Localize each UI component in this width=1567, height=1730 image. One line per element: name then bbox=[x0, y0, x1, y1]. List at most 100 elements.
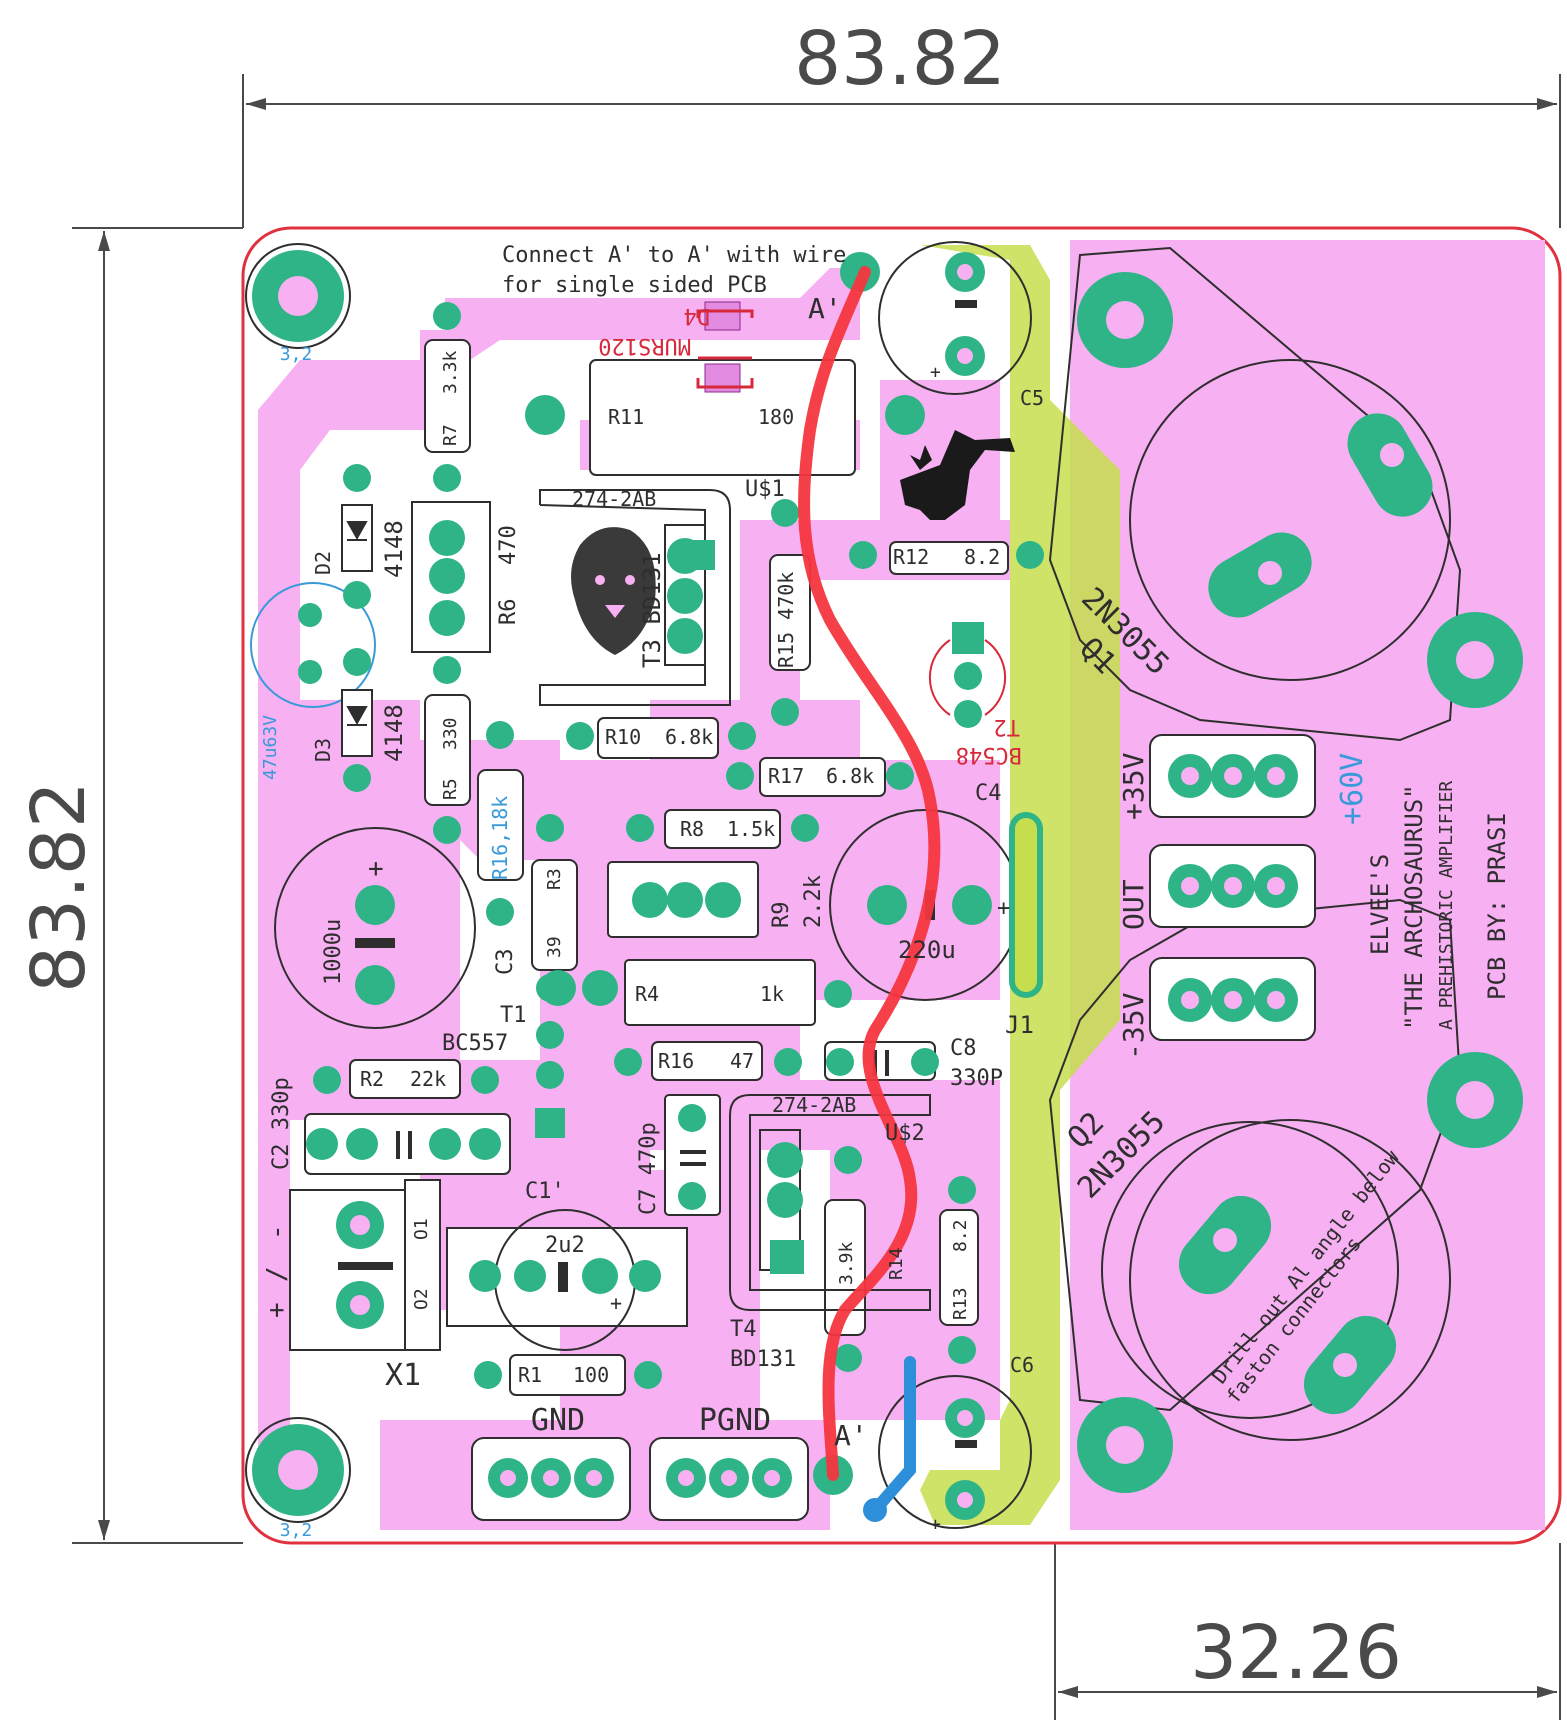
t3-package bbox=[539, 489, 731, 706]
label-c1: C1' bbox=[525, 1179, 565, 1204]
c-blue-outline bbox=[250, 582, 376, 708]
note-line2: for single sided PCB bbox=[502, 273, 767, 298]
pad-holes bbox=[350, 264, 1285, 1508]
label-r14-val: 3.9k bbox=[836, 1241, 857, 1285]
label-v35p: +35V bbox=[1117, 752, 1150, 820]
label-r14: R14 bbox=[886, 1247, 907, 1280]
label-d2-val: 4148 bbox=[380, 520, 408, 578]
credit-line3: A PREHISTORIC AMPLIFIER bbox=[1436, 781, 1457, 1030]
label-r1-val: 100 bbox=[573, 1363, 609, 1387]
label-vout: OUT bbox=[1117, 879, 1150, 930]
mounting-hole-top bbox=[245, 243, 351, 349]
label-c7: C7 470p bbox=[636, 1122, 661, 1215]
label-t1-val: BC557 bbox=[442, 1031, 508, 1056]
j1-jumper bbox=[1009, 812, 1043, 998]
label-d3-val: 4148 bbox=[380, 704, 408, 762]
diode-bodies bbox=[341, 504, 373, 757]
label-r16-val: 47 bbox=[730, 1049, 754, 1073]
label-r12: R12 bbox=[893, 545, 929, 569]
label-r11: R11 bbox=[608, 405, 644, 429]
label-c-big-plus: + bbox=[368, 854, 384, 884]
label-c8-val: 330P bbox=[950, 1066, 1003, 1091]
label-r13-val: 8.2 bbox=[950, 1219, 971, 1252]
label-v35n: -35V bbox=[1117, 992, 1150, 1060]
note-line1: Connect A' to A' with wire bbox=[502, 243, 846, 268]
label-us1: U$1 bbox=[745, 477, 785, 502]
label-r2: R2 bbox=[360, 1067, 384, 1091]
label-c6: C6 bbox=[1010, 1353, 1034, 1377]
label-a-bottom: A' bbox=[834, 1419, 868, 1452]
label-c1-plus: + bbox=[610, 1291, 622, 1315]
label-r5: R5 bbox=[440, 778, 461, 800]
label-v60: +60V bbox=[1335, 753, 1370, 825]
dimension-left-label: 83.82 bbox=[16, 781, 102, 993]
label-x1-minus: - bbox=[262, 1224, 292, 1240]
label-c6-plus: + bbox=[930, 1514, 941, 1535]
label-c8: C8 bbox=[950, 1036, 977, 1061]
label-r4-val: 1k bbox=[760, 982, 784, 1006]
dimension-bottom-label: 32.26 bbox=[1190, 1610, 1402, 1696]
label-r8: R8 bbox=[680, 817, 704, 841]
label-r4: R4 bbox=[635, 982, 659, 1006]
label-c4-val: 220u bbox=[898, 936, 956, 964]
label-r6: R6 bbox=[496, 599, 521, 626]
label-a-top: A' bbox=[808, 292, 842, 325]
label-r3-val: 39 bbox=[544, 936, 565, 958]
label-r17: R17 bbox=[768, 764, 804, 788]
label-t4-val: BD131 bbox=[730, 1347, 796, 1372]
q1-outline bbox=[1048, 246, 1462, 742]
label-r15: R15 470k bbox=[774, 572, 798, 668]
label-r9-val: 2.2k bbox=[801, 875, 826, 928]
label-r1: R1 bbox=[518, 1363, 542, 1387]
label-d4-val: MURS120 bbox=[598, 333, 691, 358]
label-r16a: R16,18k bbox=[488, 796, 512, 880]
hole-label-top: 3,2 bbox=[280, 344, 313, 365]
label-c5: C5 bbox=[1020, 386, 1044, 410]
label-r13: R13 bbox=[950, 1287, 971, 1320]
label-c3: C3 bbox=[493, 949, 518, 976]
q1-pads bbox=[1077, 272, 1523, 708]
label-t2-val: BC548 bbox=[956, 742, 1022, 767]
label-r6-val: 470 bbox=[496, 525, 521, 565]
label-d2: D2 bbox=[311, 551, 335, 575]
label-x1: X1 bbox=[385, 1358, 421, 1393]
label-x1-o2: O2 bbox=[411, 1288, 432, 1310]
label-x1-plus: + bbox=[262, 1302, 292, 1318]
credit-line2: "THE ARCHOSAURUS" bbox=[1400, 784, 1428, 1030]
label-pkg1: 274-2AB bbox=[572, 487, 656, 511]
dimension-top bbox=[242, 74, 1561, 228]
label-r10-val: 6.8k bbox=[665, 725, 713, 749]
label-c1-val: 2u2 bbox=[545, 1233, 585, 1258]
label-c-blue: 47u63V bbox=[260, 715, 281, 780]
label-x1-o1: O1 bbox=[411, 1218, 432, 1240]
d4-smd bbox=[696, 301, 754, 393]
label-t2: T2 bbox=[994, 714, 1021, 739]
q2-outline bbox=[1048, 898, 1462, 1441]
wire-a-to-a bbox=[798, 266, 941, 1481]
t2-outline bbox=[928, 639, 951, 716]
blue-jumper bbox=[869, 1356, 916, 1516]
label-gnd: GND bbox=[531, 1403, 585, 1438]
label-r10: R10 bbox=[605, 725, 641, 749]
label-c4-plus: + bbox=[997, 896, 1010, 921]
blue-jumper-end bbox=[863, 1498, 887, 1522]
q2-pads bbox=[1077, 1052, 1523, 1493]
label-c5-plus: + bbox=[930, 362, 941, 383]
label-r12-val: 8.2 bbox=[964, 545, 1000, 569]
label-r8-val: 1.5k bbox=[727, 817, 775, 841]
t2-outline-right bbox=[984, 639, 1007, 716]
label-x1-slash: / bbox=[262, 1266, 292, 1282]
lion-logo bbox=[571, 527, 656, 655]
label-r5-val: 330 bbox=[440, 717, 461, 750]
label-t1: T1 bbox=[500, 1003, 527, 1028]
label-r7: R7 bbox=[440, 424, 461, 446]
label-r7-val: 3.3k bbox=[440, 350, 461, 394]
label-d4: D4 bbox=[684, 303, 711, 328]
label-pgnd: PGND bbox=[699, 1403, 771, 1438]
label-c4: C4 bbox=[975, 781, 1002, 806]
credit-line4: PCB BY: PRASI bbox=[1483, 812, 1511, 1000]
mounting-hole-bottom bbox=[245, 1417, 351, 1523]
dragon-logo bbox=[900, 430, 1015, 520]
label-r16: R16 bbox=[658, 1049, 694, 1073]
